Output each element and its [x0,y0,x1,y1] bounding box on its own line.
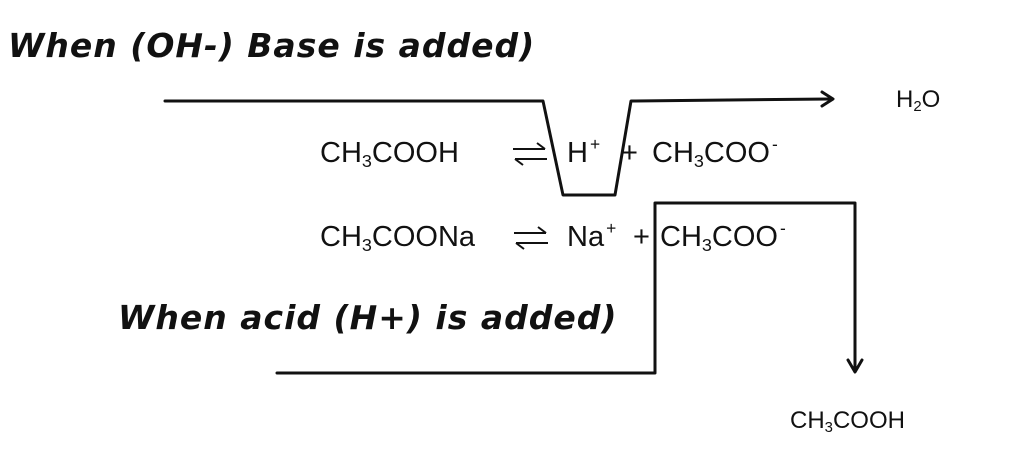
reaction1-equilibrium-arrows-icon [513,142,547,166]
reaction1-cation: H+ [567,133,601,169]
acid-pathway-arrowhead-icon [846,358,864,374]
water-product: H2O [896,86,941,116]
acid-pathway-line [275,201,857,375]
reaction2-reactant: CH3COONa [320,221,476,256]
base-added-label: When (OH-) Base is added) [8,26,536,65]
reaction1-anion: CH3COO- [652,133,778,172]
reaction2-equilibrium-arrows-icon [514,226,548,250]
reaction1-reactant: CH3COOH [320,137,459,172]
base-pathway-arrowhead-icon [820,90,835,108]
base-pathway-line [163,97,832,197]
reaction2-plus: + [633,221,650,253]
reaction2-anion: CH3COO- [660,217,786,256]
acetic-acid-product: CH3COOH [790,407,905,437]
acid-added-label: When acid (H+) is added) [118,298,618,337]
reaction2-cation: Na+ [567,217,617,253]
reaction1-plus: + [621,137,638,169]
